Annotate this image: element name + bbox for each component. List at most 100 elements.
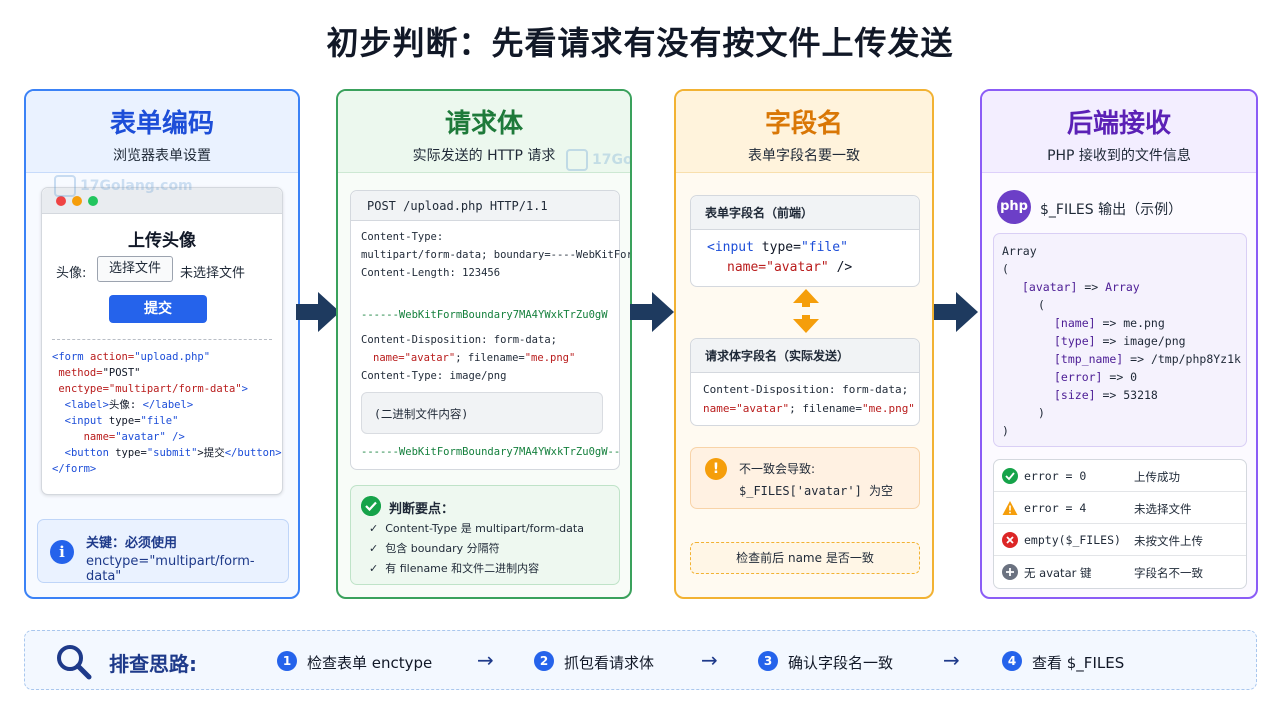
flow-arrow-icon	[296, 292, 340, 332]
code-token: <form	[52, 351, 90, 363]
dump-line: [type] => image/png	[1054, 334, 1186, 348]
judgement-card: 判断要点： ✓ Content-Type 是 multipart/form-da…	[350, 485, 620, 585]
request-body-subtitle: 实际发送的 HTTP 请求	[412, 148, 556, 164]
dump-line: (	[1038, 298, 1045, 312]
request-body-title: 请求体	[444, 109, 523, 139]
code-token: "multipart/form-data"	[108, 383, 242, 395]
success-check-icon	[1002, 468, 1018, 484]
frontend-field-title: 表单字段名（前端）	[691, 196, 919, 230]
status-desc: 字段名不一致	[1134, 566, 1203, 580]
backend-subtitle: PHP 接收到的文件信息	[1047, 148, 1191, 164]
form-encoding-header: 表单编码 浏览器表单设置	[26, 91, 298, 173]
status-row: empty($_FILES) 未按文件上传	[994, 524, 1246, 556]
form-encoding-panel: 表单编码 浏览器表单设置 上传头像 头像: 选择文件 未选择文件 提交 <for…	[24, 89, 300, 599]
code-token: "avatar"	[115, 431, 166, 443]
dump-value: => image/png	[1095, 334, 1186, 348]
step-arrow-icon: →	[701, 648, 718, 672]
status-table: error = 0 上传成功 error = 4 未选择文件 empty($_F…	[993, 459, 1247, 589]
dump-line: )	[1038, 406, 1045, 420]
compare-arrows-icon	[793, 289, 819, 333]
code-token: method=	[52, 367, 103, 379]
files-dump: Array ( [avatar] => Array ( [name] => me…	[993, 233, 1247, 447]
form-title: 上传头像	[128, 231, 196, 251]
step-number: 1	[277, 651, 297, 671]
judgement-item-text: Content-Type 是 multipart/form-data	[385, 522, 584, 535]
step-number: 4	[1002, 651, 1022, 671]
warning-triangle-icon	[1002, 501, 1018, 515]
code-token: "upload.php"	[134, 351, 211, 363]
step-label: 确认字段名一致	[788, 654, 894, 672]
code-token: <input	[52, 415, 109, 427]
dump-line: [name] => me.png	[1054, 316, 1165, 330]
code-token: />	[165, 431, 185, 443]
code-token: type=	[108, 415, 141, 427]
step-label: 查看 $_FILES	[1032, 654, 1125, 672]
page-title: 初步判断：先看请求有没有按文件上传发送	[326, 24, 954, 62]
status-desc: 未选择文件	[1134, 502, 1192, 516]
avatar-label: 头像:	[56, 266, 87, 281]
check-circle-icon	[361, 496, 381, 516]
watermark-logo-icon	[566, 149, 588, 171]
watermark: 17Golang.com	[54, 175, 193, 197]
watermark-text: 17Golang.com	[80, 178, 193, 194]
close-dot-icon	[56, 196, 66, 206]
dump-value: => /tmp/php8Yz1k	[1123, 352, 1241, 366]
status-desc: 未按文件上传	[1134, 534, 1203, 548]
status-code: error = 4	[1024, 501, 1087, 515]
warning-icon: !	[705, 458, 727, 480]
submit-button[interactable]: 提交	[109, 295, 207, 323]
watermark-logo-icon	[54, 175, 76, 197]
dump-line: (	[1002, 262, 1009, 276]
troubleshoot-title: 排查思路:	[109, 652, 197, 676]
request-field-line1: Content-Disposition: form-data;	[703, 383, 909, 396]
form-encoding-title: 表单编码	[109, 109, 214, 139]
field-name-title: 字段名	[764, 109, 843, 139]
code-token: "file"	[800, 240, 848, 255]
code-token: 头像:	[108, 399, 143, 411]
code-token: </button>	[224, 447, 282, 459]
code-token: enctype=	[52, 383, 109, 395]
disposition-params: name="avatar"; filename="me.png"	[373, 352, 575, 364]
warning-line1: 不一致会导致:	[739, 462, 816, 476]
code-token: action=	[89, 351, 135, 363]
content-length: Content-Length: 123456	[361, 267, 501, 279]
step-arrow-icon: →	[477, 648, 494, 672]
code-token: name=	[52, 431, 116, 443]
part-content-type: Content-Type: image/png	[361, 370, 507, 382]
dump-line: [tmp_name] => /tmp/php8Yz1k	[1054, 352, 1241, 366]
dump-line: )	[1002, 424, 1009, 438]
dump-line: Array	[1002, 244, 1037, 258]
dump-op: =>	[1077, 280, 1106, 294]
dump-key: [avatar]	[1022, 280, 1078, 294]
code-token: "POST"	[102, 367, 141, 379]
field-name-panel: 字段名 表单字段名要一致 表单字段名（前端） <input type="file…	[674, 89, 934, 599]
dump-key: [name]	[1054, 316, 1096, 330]
dump-value: => 0	[1102, 370, 1138, 384]
filename-sep: ; filename=	[455, 352, 525, 364]
maximize-dot-icon	[88, 196, 98, 206]
content-disposition: Content-Disposition: form-data;	[361, 334, 557, 346]
info-icon: i	[50, 540, 74, 564]
dump-line: [size] => 53218	[1054, 388, 1158, 402]
no-file-label: 未选择文件	[180, 266, 246, 281]
step-label: 抓包看请求体	[564, 654, 655, 672]
request-field-title: 请求体字段名（实际发送）	[691, 339, 919, 373]
judgement-item: ✓ 包含 boundary 分隔符	[369, 542, 500, 555]
status-code: 无 avatar 键	[1024, 566, 1092, 580]
code-token: "file"	[140, 415, 179, 427]
key-note-title: 关键：必须使用	[86, 536, 178, 551]
troubleshoot-bar: 排查思路: 1 检查表单 enctype → 2 抓包看请求体 → 3 确认字段…	[24, 630, 1257, 690]
watermark: 17Golang.com	[566, 149, 630, 171]
judgement-item: ✓ Content-Type 是 multipart/form-data	[369, 522, 584, 535]
status-row: error = 4 未选择文件	[994, 492, 1246, 524]
browser-window: 上传头像 头像: 选择文件 未选择文件 提交 <form action="upl…	[41, 187, 283, 495]
search-icon	[57, 645, 92, 680]
mismatch-warning: ! 不一致会导致: $_FILES['avatar'] 为空	[690, 447, 920, 509]
judgement-item: ✓ 有 filename 和文件二进制内容	[369, 562, 540, 575]
content-type-value: multipart/form-data; boundary=----WebKit…	[361, 249, 632, 261]
choose-file-button[interactable]: 选择文件	[97, 256, 173, 282]
step-number: 3	[758, 651, 778, 671]
status-desc: 上传成功	[1134, 470, 1180, 484]
filename-sep: ; filename=	[789, 402, 862, 415]
filename-token: "me.png"	[524, 352, 576, 364]
